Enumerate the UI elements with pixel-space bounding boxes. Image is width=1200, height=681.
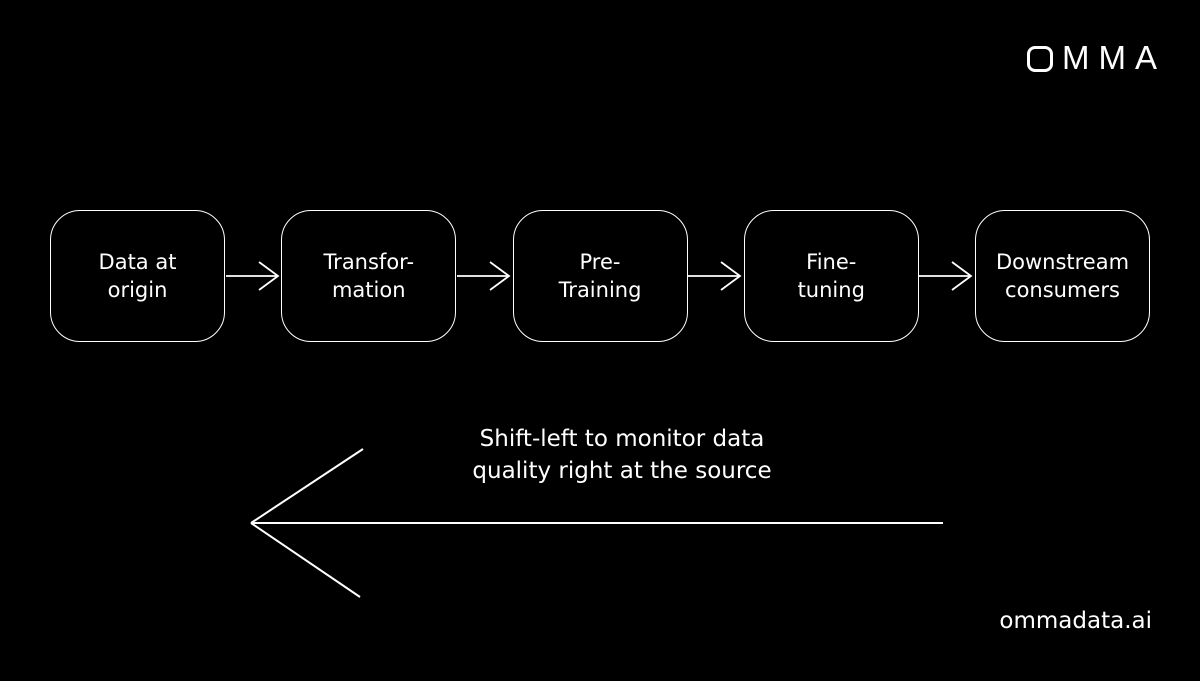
stage-label: Data at origin: [98, 249, 177, 302]
stage-box-pre-training: Pre- Training: [512, 210, 688, 342]
stage-label: Fine- tuning: [797, 249, 865, 302]
website-url: ommadata.ai: [999, 608, 1152, 634]
right-arrow-icon: [919, 261, 973, 291]
right-arrow-icon: [225, 261, 280, 291]
pipeline-flow: Data at origin Transfor- mation Pre- Tra…: [50, 210, 1150, 342]
shift-left-arrow-icon: [250, 448, 943, 598]
shift-left-caption: Shift-left to monitor data quality right…: [472, 426, 772, 484]
stage-box-downstream-consumers: Downstream consumers: [975, 210, 1150, 342]
omma-logo: MMA: [1027, 39, 1166, 76]
stage-label: Pre- Training: [558, 249, 642, 302]
stage-label: Transfor- mation: [323, 249, 415, 302]
stage-box-fine-tuning: Fine- tuning: [743, 210, 919, 342]
right-arrow-icon: [688, 261, 742, 291]
stage-label: Downstream consumers: [995, 249, 1130, 302]
omma-logo-text: MMA: [1062, 39, 1166, 76]
right-arrow-icon: [456, 261, 511, 291]
omma-logo-o-icon: [1027, 46, 1053, 72]
stage-box-data-at-origin: Data at origin: [50, 210, 225, 342]
stage-box-transformation: Transfor- mation: [281, 210, 457, 342]
